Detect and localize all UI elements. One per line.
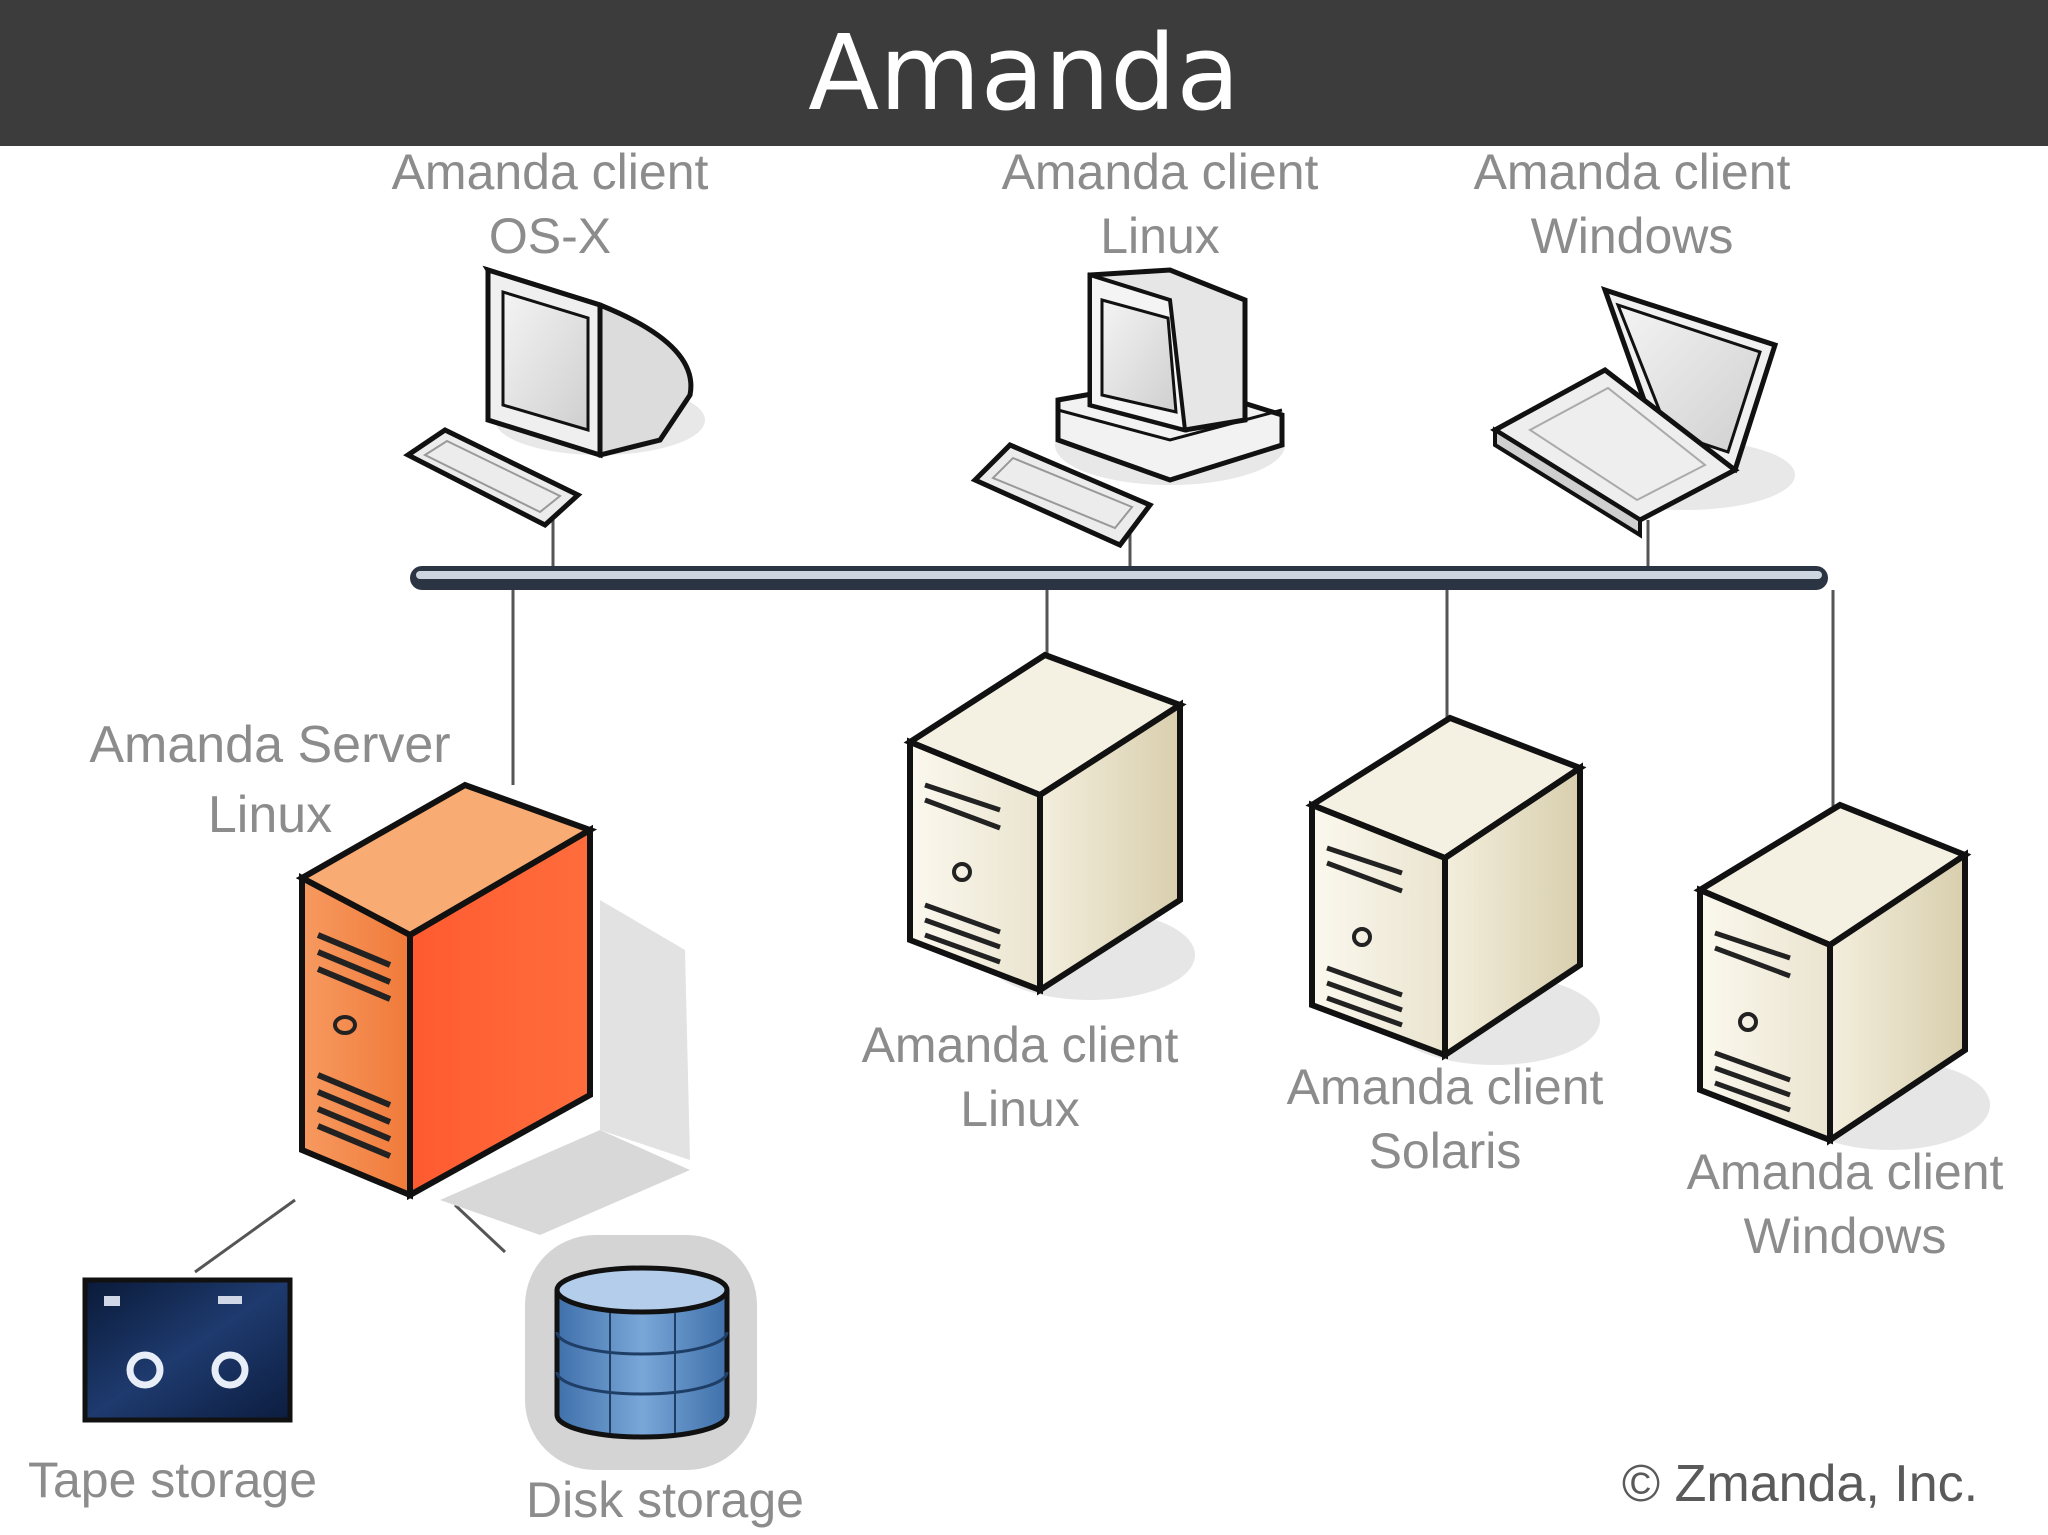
title-bar: Amanda [0,0,2048,146]
label-line: Amanda Server [89,716,451,774]
label-line: Solaris [1368,1123,1522,1179]
label-line: © Zmanda, Inc. [1621,1455,1979,1513]
slide-title: Amanda [808,12,1240,134]
label-line: Tape storage [27,1452,318,1508]
connection-lines [194,520,1835,1274]
label-client-solaris-server: Amanda client Solaris [1245,1055,1645,1183]
network-bus [410,566,1828,590]
disk-storage-icon [525,1235,757,1470]
amanda-server-tower-icon [295,781,690,1235]
label-line: Amanda client [1286,1059,1604,1115]
copyright-notice: © Zmanda, Inc. [1560,1452,2040,1516]
linux-desktop-icon [970,267,1285,549]
label-disk-storage: Disk storage [470,1468,860,1532]
label-line: Amanda client [1473,144,1791,200]
windows-laptop-icon [1490,286,1795,539]
label-line: Linux [207,786,333,844]
label-line: Amanda client [1686,1144,2004,1200]
tape-storage-icon [82,1277,293,1423]
solaris-server-tower-icon [1305,714,1600,1065]
label-line: Windows [1743,1208,1947,1264]
label-line: Windows [1530,208,1734,264]
label-client-windows-laptop: Amanda client Windows [1432,140,1832,268]
label-client-osx: Amanda client OS-X [350,140,750,268]
linux-server-tower-icon [903,651,1195,1000]
label-line: Linux [960,1081,1080,1137]
label-line: Amanda client [391,144,709,200]
osx-desktop-icon [403,265,705,529]
label-amanda-server: Amanda Server Linux [20,710,520,850]
label-line: Disk storage [526,1472,804,1528]
label-tape-storage: Tape storage [0,1448,345,1512]
label-line: Amanda client [1001,144,1319,200]
windows-server-tower-icon [1693,801,1990,1150]
label-client-linux-desktop: Amanda client Linux [960,140,1360,268]
label-line: Linux [1100,208,1220,264]
label-line: Amanda client [861,1017,1179,1073]
label-client-windows-server: Amanda client Windows [1645,1140,2045,1268]
label-client-linux-server: Amanda client Linux [820,1013,1220,1141]
label-line: OS-X [488,208,612,264]
